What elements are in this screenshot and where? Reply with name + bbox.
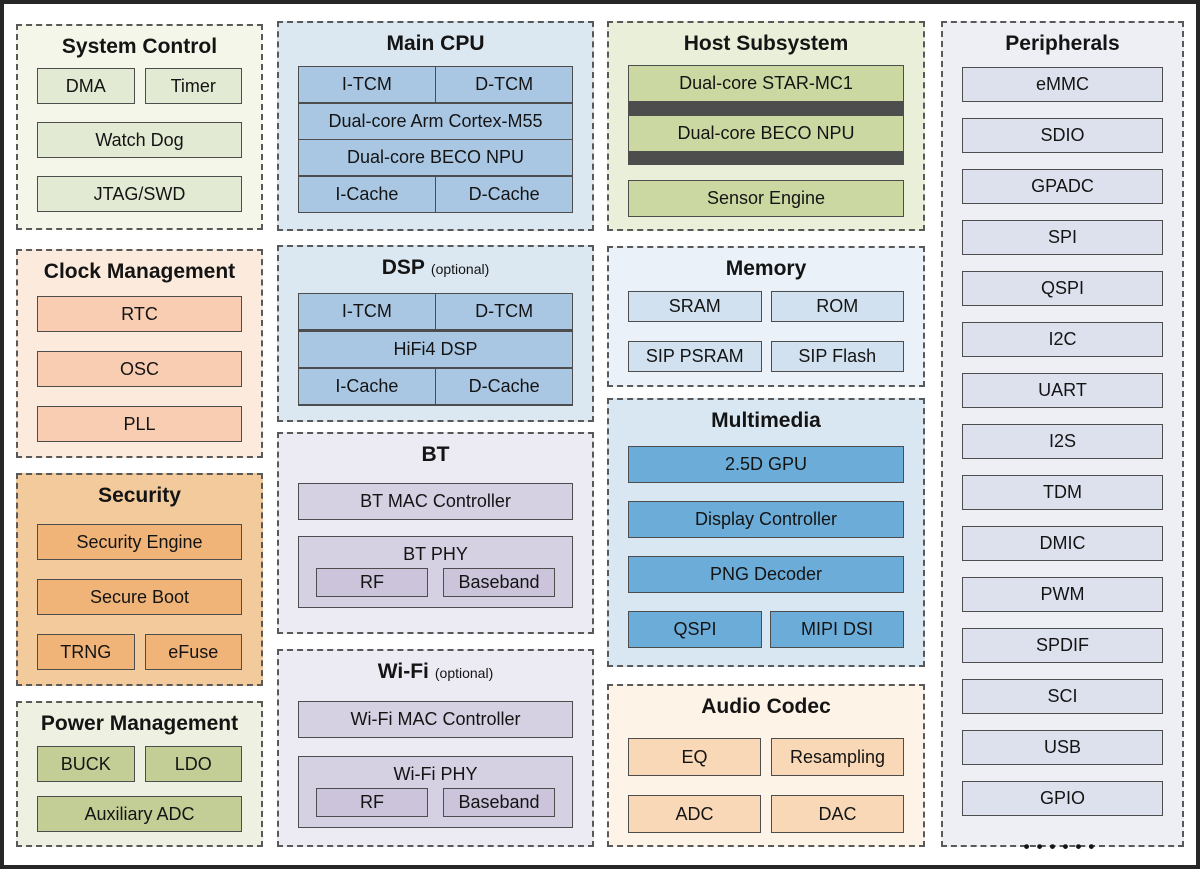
block-wifi-phy: Wi-Fi PHY RF Baseband xyxy=(298,756,573,828)
more-peripherals-dots: •••••• xyxy=(1023,837,1102,856)
panel-audio-codec: Audio Codec EQ Resampling ADC DAC xyxy=(607,684,925,847)
panel-title-host-subsystem: Host Subsystem xyxy=(683,32,849,55)
panel-title-clock-management: Clock Management xyxy=(43,260,236,283)
block-dsp-dcache: D-Cache xyxy=(436,369,572,404)
block-bt-rf: RF xyxy=(316,568,428,597)
panel-main-cpu: Main CPU I-TCM D-TCM Dual-core Arm Corte… xyxy=(277,21,594,231)
panel-multimedia: Multimedia 2.5D GPU Display Controller P… xyxy=(607,398,925,667)
block-resampling: Resampling xyxy=(771,738,904,776)
block-mm-qspi: QSPI xyxy=(628,611,762,648)
block-dsp-itcm: I-TCM xyxy=(299,294,435,329)
panel-bt: BT BT MAC Controller BT PHY RF Baseband xyxy=(277,432,594,634)
block-sip-psram: SIP PSRAM xyxy=(628,341,762,372)
block-cpu-dcache: D-Cache xyxy=(436,176,572,212)
block-bt-baseband: Baseband xyxy=(443,568,555,597)
block-pwm: PWM xyxy=(962,577,1163,612)
block-bt-phy: BT PHY RF Baseband xyxy=(298,536,573,608)
panel-title-power-management: Power Management xyxy=(40,712,239,735)
block-watch-dog: Watch Dog xyxy=(37,122,242,158)
block-adc: ADC xyxy=(628,795,761,833)
block-display-controller: Display Controller xyxy=(628,501,904,538)
block-dsp-dtcm: D-TCM xyxy=(436,294,572,329)
block-tdm: TDM xyxy=(962,475,1163,510)
panel-security: Security Security Engine Secure Boot TRN… xyxy=(16,473,263,686)
panel-title-peripherals: Peripherals xyxy=(1005,32,1120,55)
block-rtc: RTC xyxy=(37,296,242,332)
block-gpio: GPIO xyxy=(962,781,1163,816)
block-cortex-m55: Dual-core Arm Cortex-M55 xyxy=(299,103,572,139)
block-spi: SPI xyxy=(962,220,1163,255)
block-png-decoder: PNG Decoder xyxy=(628,556,904,593)
panel-title-wifi-optional: (optional) xyxy=(434,665,494,681)
panel-peripherals: Peripherals eMMC SDIO GPADC SPI QSPI I2C… xyxy=(941,21,1184,856)
block-cpu-icache: I-Cache xyxy=(299,176,435,212)
block-auxiliary-adc: Auxiliary ADC xyxy=(37,796,242,832)
block-dac: DAC xyxy=(771,795,904,833)
block-sdio: SDIO xyxy=(962,118,1163,153)
panel-title-system-control: System Control xyxy=(61,35,218,58)
block-cpu-beco-npu: Dual-core BECO NPU xyxy=(299,140,572,175)
block-pll: PLL xyxy=(37,406,242,442)
block-timer: Timer xyxy=(144,68,242,104)
block-dmic: DMIC xyxy=(962,526,1163,561)
block-cpu-itcm: I-TCM xyxy=(299,67,435,102)
panel-clock-management: Clock Management RTC OSC PLL xyxy=(16,249,263,458)
panel-title-security: Security xyxy=(98,484,181,507)
block-trng: TRNG xyxy=(37,634,135,670)
block-cpu-dtcm: D-TCM xyxy=(436,67,572,102)
panel-title-dsp-optional: (optional) xyxy=(430,261,490,277)
block-wifi-baseband: Baseband xyxy=(443,788,555,817)
block-host-beco-npu: Dual-core BECO NPU xyxy=(629,115,903,151)
block-secure-boot: Secure Boot xyxy=(37,579,242,615)
panel-title-multimedia: Multimedia xyxy=(711,409,821,432)
block-buck: BUCK xyxy=(37,746,135,782)
block-bt-mac-controller: BT MAC Controller xyxy=(298,483,573,520)
panel-memory: Memory SRAM ROM SIP PSRAM SIP Flash xyxy=(607,246,925,387)
block-osc: OSC xyxy=(37,351,242,387)
block-sci: SCI xyxy=(962,679,1163,714)
block-gpu: 2.5D GPU xyxy=(628,446,904,483)
block-gpadc: GPADC xyxy=(962,169,1163,204)
block-uart: UART xyxy=(962,373,1163,408)
panel-title-main-cpu: Main CPU xyxy=(386,32,485,55)
panel-title-dsp: DSP xyxy=(381,256,425,279)
panel-system-control: System Control DMA Timer Watch Dog JTAG/… xyxy=(16,24,263,230)
block-dma: DMA xyxy=(37,68,135,104)
panel-title-wifi: Wi-Fi xyxy=(377,660,429,683)
block-rom: ROM xyxy=(770,291,904,322)
block-security-engine: Security Engine xyxy=(37,524,242,560)
block-efuse: eFuse xyxy=(144,634,242,670)
block-hifi4-dsp: HiFi4 DSP xyxy=(299,331,572,367)
panel-host-subsystem: Host Subsystem Dual-core STAR-MC1 Dual-c… xyxy=(607,21,925,231)
bt-phy-label: BT PHY xyxy=(403,544,468,564)
panel-title-audio-codec: Audio Codec xyxy=(701,695,831,718)
block-i2s: I2S xyxy=(962,424,1163,459)
panel-power-management: Power Management BUCK LDO Auxiliary ADC xyxy=(16,701,263,847)
panel-dsp: DSP (optional) I-TCM D-TCM HiFi4 DSP I-Ca… xyxy=(277,245,594,422)
panel-title-memory: Memory xyxy=(725,257,807,280)
panel-title-bt: BT xyxy=(421,443,450,466)
block-ldo: LDO xyxy=(144,746,242,782)
block-sip-flash: SIP Flash xyxy=(770,341,904,372)
block-eq: EQ xyxy=(628,738,761,776)
block-dsp-icache: I-Cache xyxy=(299,369,435,404)
block-mipi-dsi: MIPI DSI xyxy=(770,611,904,648)
block-wifi-mac-controller: Wi-Fi MAC Controller xyxy=(298,701,573,738)
wifi-phy-label: Wi-Fi PHY xyxy=(393,764,478,784)
block-usb: USB xyxy=(962,730,1163,765)
block-emmc: eMMC xyxy=(962,67,1163,102)
block-qspi: QSPI xyxy=(962,271,1163,306)
block-i2c: I2C xyxy=(962,322,1163,357)
panel-wifi: Wi-Fi (optional) Wi-Fi MAC Controller Wi-… xyxy=(277,649,594,847)
block-wifi-rf: RF xyxy=(316,788,428,817)
block-jtag-swd: JTAG/SWD xyxy=(37,176,242,212)
block-spdif: SPDIF xyxy=(962,628,1163,663)
block-sensor-engine: Sensor Engine xyxy=(628,179,904,217)
block-star-mc1: Dual-core STAR-MC1 xyxy=(629,66,903,101)
block-sram: SRAM xyxy=(628,291,762,322)
